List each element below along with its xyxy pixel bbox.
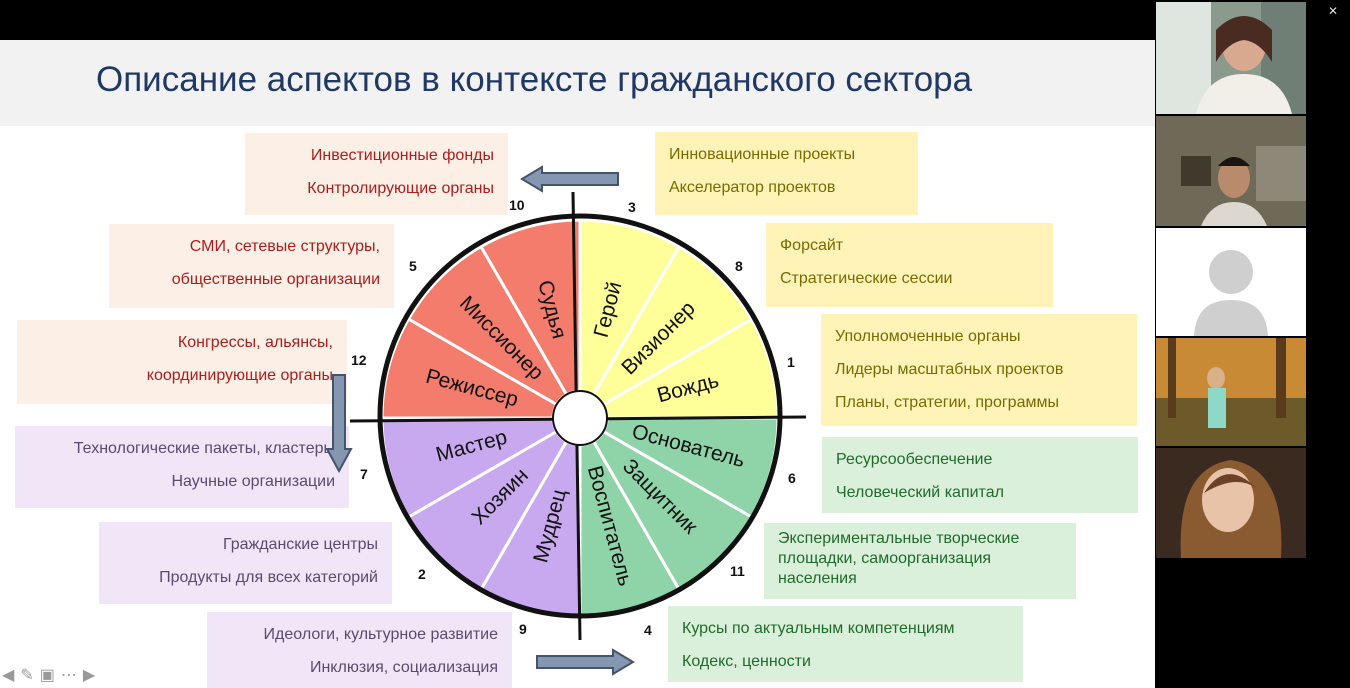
arrow-down-icon [325, 374, 353, 473]
box-line: Инклюзия, социализация [309, 659, 498, 676]
number-label: 8 [735, 258, 743, 274]
box-1: Уполномоченные органы Лидеры масштабных … [821, 314, 1137, 426]
box-line: Планы, стратегии, программы [835, 394, 1059, 411]
box-11: Экспериментальные творческие площадки, с… [764, 523, 1076, 599]
box-2: Гражданские центры Продукты для всех кат… [99, 522, 392, 604]
box-line: населения [778, 570, 857, 587]
arrow-right-icon[interactable]: ▶ [82, 667, 96, 684]
arrow-right-icon [536, 648, 635, 676]
box-line: координирующие органы [146, 367, 333, 384]
box-line: Научные организации [171, 473, 335, 490]
box-12: Конгрессы, альянсы, координирующие орган… [17, 320, 347, 404]
box-line: Курсы по актуальным компетенциям [682, 620, 955, 637]
box-9: Идеологи, культурное развитие Инклюзия, … [207, 612, 512, 688]
participant-video [1156, 338, 1306, 446]
title-band [0, 40, 1155, 126]
box-10: Инвестиционные фонды Контролирующие орга… [245, 133, 508, 215]
box-8: Форсайт Стратегические сессии [766, 223, 1053, 307]
arrow-left-icon[interactable]: ◀ [2, 667, 15, 684]
box-line: Человеческий капитал [836, 484, 1004, 501]
box-4: Курсы по актуальным компетенциям Кодекс,… [668, 606, 1023, 682]
slides-icon[interactable]: ▣ [39, 667, 55, 684]
box-line: Технологические пакеты, кластеры [73, 440, 335, 457]
close-icon[interactable]: ✕ [1327, 4, 1339, 18]
video-tile-5[interactable] [1156, 448, 1306, 558]
box-line: Стратегические сессии [780, 270, 953, 287]
video-tile-3[interactable] [1156, 228, 1306, 336]
participant-video [1156, 116, 1306, 226]
avatar [1156, 228, 1306, 336]
number-label: 9 [519, 621, 527, 637]
number-label: 5 [409, 258, 417, 274]
participant-video [1156, 2, 1306, 114]
video-tile-4[interactable] [1156, 338, 1306, 446]
box-line: Форсайт [780, 237, 844, 254]
box-line: Гражданские центры [222, 536, 378, 553]
box-line: Идеологи, культурное развитие [263, 626, 498, 643]
number-label: 2 [418, 566, 426, 582]
box-line: Кодекс, ценности [682, 653, 811, 670]
number-label: 6 [788, 470, 796, 486]
box-line: общественные организации [171, 271, 380, 288]
box-line: Уполномоченные органы [835, 328, 1021, 345]
box-line: Продукты для всех категорий [159, 569, 378, 586]
archetype-wheel: ГеройВизионерВождьОсновательЗащитникВосп… [350, 191, 807, 641]
box-line: площадки, самоорганизация [778, 550, 992, 567]
box-line: Ресурсообеспечение [836, 451, 993, 468]
box-5: СМИ, сетевые структуры, общественные орг… [109, 224, 394, 308]
number-label: 12 [351, 352, 367, 368]
number-label: 7 [360, 466, 368, 482]
slide-navigation: ◀ ✎ ▣ ⋯ ▶ [2, 664, 95, 686]
video-tile-2[interactable] [1156, 116, 1306, 226]
wheel-center [552, 390, 608, 446]
box-line: Инновационные проекты [669, 146, 856, 163]
video-tile-1[interactable] [1156, 2, 1306, 114]
box-line: Акселератор проектов [669, 179, 836, 196]
participant-video [1156, 448, 1306, 558]
box-6: Ресурсообеспечение Человеческий капитал [822, 437, 1138, 513]
number-label: 3 [628, 199, 636, 215]
slide-title: Описание аспектов в контексте гражданско… [96, 60, 973, 99]
number-label: 10 [509, 197, 525, 213]
box-7: Технологические пакеты, кластеры Научные… [15, 426, 349, 508]
box-line: Контролирующие органы [307, 180, 494, 197]
box-line: СМИ, сетевые структуры, [189, 238, 380, 255]
pen-icon[interactable]: ✎ [20, 667, 34, 684]
box-line: Инвестиционные фонды [310, 147, 494, 164]
number-label: 4 [644, 622, 652, 638]
box-3: Инновационные проекты Акселератор проект… [655, 132, 918, 215]
arrow-left-icon [520, 165, 619, 193]
number-label: 11 [730, 563, 745, 579]
box-line: Лидеры масштабных проектов [835, 361, 1064, 378]
box-line: Экспериментальные творческие [778, 530, 1020, 547]
number-label: 1 [787, 354, 795, 370]
presentation-slide: Описание аспектов в контексте гражданско… [0, 40, 1155, 688]
more-icon[interactable]: ⋯ [60, 667, 77, 684]
box-line: Конгрессы, альянсы, [177, 334, 333, 351]
meeting-top-bar [0, 0, 1155, 40]
